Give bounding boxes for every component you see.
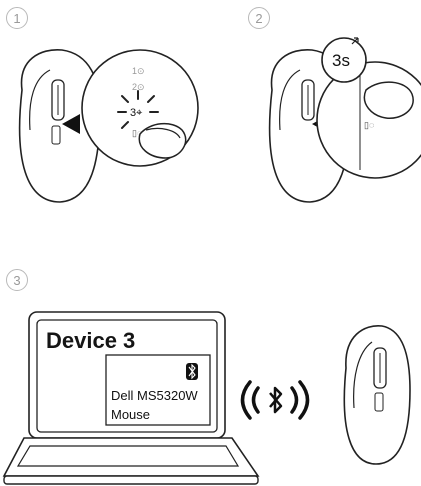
svg-text:▯◌: ▯◌ xyxy=(364,120,374,130)
step-1-illustration: 1⊙ 2⊙ 3⌖ ▯◌ xyxy=(18,49,199,203)
popup-device-type: Mouse xyxy=(111,407,151,422)
svg-text:2⊙: 2⊙ xyxy=(132,82,145,92)
step-3-badge: 3 xyxy=(6,269,28,291)
pointing-hand-icon xyxy=(363,81,414,119)
step-3-number: 3 xyxy=(13,272,21,288)
step-1-number: 1 xyxy=(13,10,21,26)
mouse-illustration xyxy=(343,325,411,465)
step-2-illustration: ▯◌ 3s xyxy=(268,37,421,203)
laptop-illustration xyxy=(2,311,260,485)
timer-label: 3s xyxy=(332,51,350,70)
bluetooth-signal-icon xyxy=(240,380,310,420)
zoom-label: 3⌖ xyxy=(130,107,142,119)
step-2-number: 2 xyxy=(255,10,263,26)
svg-text:1⊙: 1⊙ xyxy=(132,66,145,76)
step-2-badge: 2 xyxy=(248,7,270,29)
svg-text:▯◌: ▯◌ xyxy=(132,128,142,138)
timer-icon xyxy=(321,37,367,83)
popup-device-name: Dell MS5320W xyxy=(111,388,198,403)
step-1-badge: 1 xyxy=(6,7,28,29)
device-title: Device 3 xyxy=(46,328,136,353)
